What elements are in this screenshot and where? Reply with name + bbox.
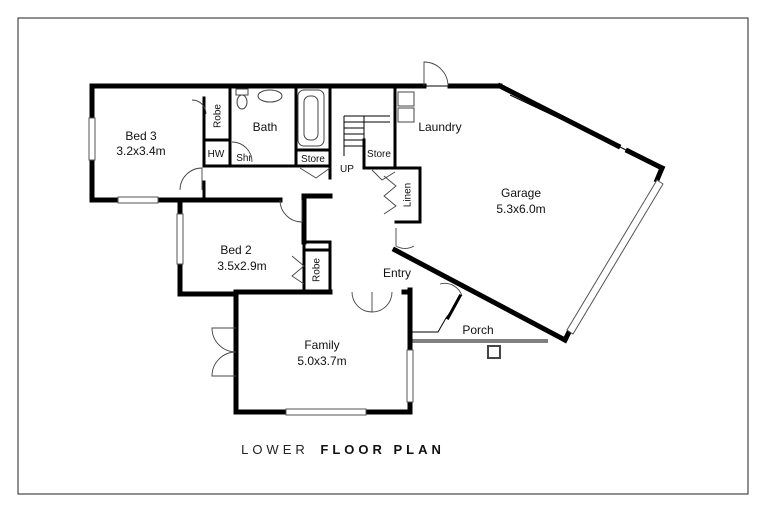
- bath-name: Bath: [253, 120, 278, 134]
- plan-title-suffix: FLOOR PLAN: [320, 442, 445, 457]
- washer: [397, 107, 415, 123]
- bed3-name: Bed 3: [125, 129, 157, 143]
- entry-name: Entry: [383, 266, 411, 280]
- entry-walls: [301, 193, 413, 413]
- garage-size: 5.3x6.0m: [496, 202, 545, 216]
- garage-name: Garage: [501, 186, 541, 200]
- bath-store-label: Store: [301, 154, 325, 165]
- stair-store-label: Store: [367, 149, 391, 160]
- bed2-name: Bed 2: [220, 243, 252, 257]
- bed2-size: 3.5x2.9m: [217, 259, 266, 273]
- hw-label: HW: [208, 149, 225, 160]
- stair-store-door: [371, 169, 396, 181]
- robe-bed2-label: Robe: [312, 258, 323, 282]
- robe-bed2-door: [291, 255, 305, 285]
- garage-entry-door: [395, 228, 415, 249]
- toilet-bowl: [236, 94, 248, 110]
- robe-bed3-door: [191, 99, 207, 115]
- bed3-size: 3.2x3.4m: [116, 144, 165, 158]
- laundry-door: [423, 61, 449, 87]
- laundry-name: Laundry: [418, 120, 461, 134]
- bed2-window: [176, 213, 184, 265]
- bath-door: [299, 167, 331, 179]
- stair: [327, 83, 398, 170]
- garage-door: [566, 179, 664, 335]
- plan-title: LOWER FLOOR PLAN: [0, 442, 686, 457]
- robe-bed3-label: Robe: [213, 104, 224, 128]
- stair-up-label: UP: [340, 164, 354, 175]
- bed3-door: [179, 167, 203, 191]
- linen-label: Linen: [403, 183, 414, 207]
- bed2-door: [279, 199, 303, 223]
- family-window-east: [406, 349, 414, 403]
- linen-doors: [383, 175, 397, 215]
- family-walls: [233, 291, 413, 415]
- porch: [412, 282, 548, 359]
- family-door-west-lower: [211, 351, 237, 377]
- shower-label: Shr: [236, 153, 252, 164]
- family-name: Family: [304, 338, 339, 352]
- laundry-tub: [397, 91, 415, 107]
- vanity-basin: [257, 89, 283, 103]
- drawing-frame: [17, 17, 749, 495]
- porch-post: [487, 345, 501, 359]
- family-door-right: [371, 291, 393, 313]
- linen-walls: [394, 166, 422, 224]
- bed2-walls: [177, 194, 333, 297]
- shower-screen: [231, 141, 253, 163]
- family-window-south: [285, 408, 367, 416]
- plan-title-prefix: LOWER: [241, 442, 309, 457]
- family-size: 5.0x3.7m: [297, 354, 346, 368]
- family-door-west-upper: [211, 327, 237, 353]
- bath-walls: [227, 83, 333, 180]
- porch-name: Porch: [462, 323, 493, 337]
- toilet-cistern: [235, 88, 249, 96]
- entry-door: [439, 282, 463, 297]
- bed3-window-west: [88, 117, 96, 161]
- bathtub-inner: [303, 95, 319, 141]
- family-door-left: [351, 291, 373, 313]
- bed3-walls: [88, 83, 233, 204]
- garage-walls: [391, 82, 666, 344]
- bed3-window-south: [117, 196, 159, 204]
